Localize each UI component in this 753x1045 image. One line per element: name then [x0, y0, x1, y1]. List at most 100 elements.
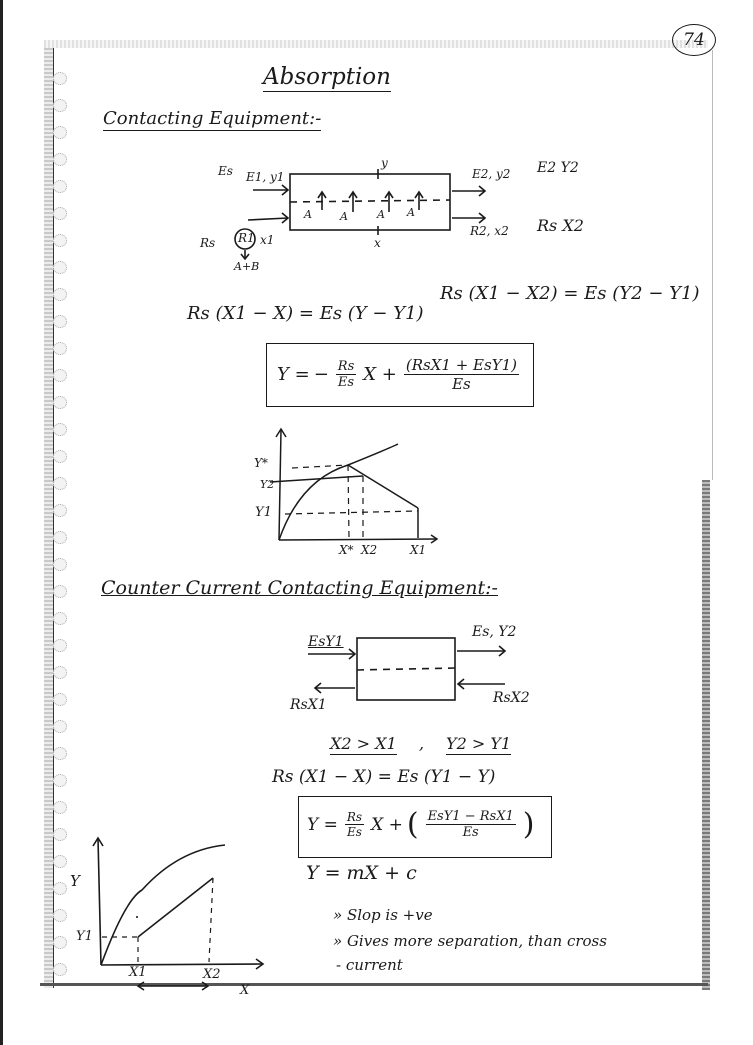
- binding-hole-icon: [53, 882, 67, 895]
- page-top-edge: [44, 40, 708, 48]
- page-bottom-edge: [40, 983, 708, 986]
- graph1-y2-label: Y2: [260, 478, 275, 491]
- binding-hole-icon: [53, 531, 67, 544]
- note-current: - current: [336, 956, 403, 974]
- transfer-label: A: [407, 206, 415, 219]
- graph2-x2-label: X2: [203, 967, 221, 982]
- general-line-form: Y = mX + c: [306, 862, 417, 884]
- graph1-x2-label: X2: [361, 543, 378, 557]
- label-e1-y1: E1, y1: [246, 170, 285, 184]
- graph2-x-axis-label: X: [240, 983, 250, 998]
- eq-sign: −: [313, 364, 329, 385]
- notebook-page: [44, 44, 708, 984]
- section-heading-countercurrent: Counter Current Contacting Equipment:-: [101, 577, 498, 599]
- binding-hole-icon: [53, 180, 67, 193]
- label-r2-x2: R2, x2: [470, 224, 509, 238]
- cc-balance-equation: Rs (X1 − X) = Es (Y1 − Y): [272, 767, 496, 787]
- binding-hole-icon: [53, 774, 67, 787]
- left-paren: (: [406, 807, 419, 842]
- note-more-separation: » Gives more separation, than cross: [333, 932, 607, 950]
- operating-line-box: Y = − Rs Es X + (RsX1 + EsY1) Es: [266, 343, 534, 407]
- graph1-x-star-label: X*: [339, 543, 354, 557]
- overall-balance-equation: Rs (X1 − X2) = Es (Y2 − Y1): [440, 283, 700, 304]
- label-x: x: [374, 236, 381, 250]
- label-es: Es: [218, 164, 233, 178]
- binding-hole-icon: [53, 612, 67, 625]
- binding-hole-icon: [53, 261, 67, 274]
- cc-operating-line-equation: Y = Rs Es X + ( EsY1 − RsX1 Es ): [307, 807, 534, 842]
- binding-hole-icon: [53, 423, 67, 436]
- binding-hole-icon: [53, 72, 67, 85]
- condition-x: X2 > X1: [330, 734, 397, 755]
- eq-lhs: Y =: [277, 364, 310, 385]
- transfer-label: A: [377, 208, 385, 221]
- binding-hole-icon: [53, 477, 67, 490]
- right-paren: ): [522, 807, 535, 842]
- binding-hole-icon: [53, 909, 67, 922]
- local-balance-equation: Rs (X1 − X) = Es (Y − Y1): [187, 303, 424, 324]
- page-number: 74: [672, 24, 716, 56]
- binding-hole-icon: [53, 693, 67, 706]
- scan-edge: [0, 0, 3, 1045]
- slope-numerator: Rs: [335, 359, 357, 375]
- binding-hole-icon: [53, 828, 67, 841]
- binding-hole-icon: [53, 450, 67, 463]
- graph2-x1-label: X1: [129, 965, 147, 980]
- binding-hole-icon: [53, 855, 67, 868]
- page-title: Absorption: [263, 64, 391, 92]
- binding-hole-icon: [53, 126, 67, 139]
- label-x1: x1: [260, 233, 275, 247]
- intercept-denominator: Es: [452, 375, 471, 393]
- slope-fraction: Rs Es: [335, 359, 357, 390]
- cc-extract-out-label: Es, Y2: [472, 624, 517, 640]
- note-slope-positive: » Slop is +ve: [333, 906, 433, 924]
- intercept-numerator: (RsX1 + EsY1): [403, 356, 519, 375]
- label-r1: R1: [238, 231, 255, 245]
- cc-slope-fraction: Rs Es: [344, 810, 365, 839]
- binding-hole-icon: [53, 234, 67, 247]
- graph1-x1-label: X1: [410, 543, 427, 557]
- binding-hole-icon: [53, 936, 67, 949]
- label-rs: Rs: [200, 236, 216, 250]
- cc-intercept-denominator: Es: [462, 825, 479, 840]
- cc-extract-in-label: EsY1: [308, 634, 344, 650]
- slope-denominator: Es: [337, 375, 355, 390]
- binding-hole-icon: [53, 720, 67, 733]
- binding-hole-icon: [53, 207, 67, 220]
- label-y: y: [381, 156, 388, 170]
- label-a-plus-b: A+B: [234, 260, 260, 273]
- binding-hole-icon: [53, 315, 67, 328]
- cc-eq-lhs: Y =: [307, 814, 338, 835]
- intercept-fraction: (RsX1 + EsY1) Es: [403, 356, 519, 393]
- binding-hole-icon: [53, 639, 67, 652]
- label-e2-y2: E2, y2: [472, 167, 511, 181]
- condition-y: Y2 > Y1: [446, 734, 512, 755]
- cc-intercept-fraction: EsY1 − RsX1 Es: [425, 809, 516, 840]
- binding-hole-icon: [53, 963, 67, 976]
- graph2-y-axis-label: Y: [70, 872, 80, 890]
- spiral-binding-margin: [44, 48, 54, 988]
- transfer-label: A: [304, 208, 312, 221]
- cc-slope-denominator: Es: [347, 825, 362, 839]
- condition-separator: ,: [419, 734, 425, 753]
- binding-hole-icon: [53, 504, 67, 517]
- page-right-shadow: [702, 480, 710, 990]
- binding-hole-icon: [53, 288, 67, 301]
- cc-operating-line-box: Y = Rs Es X + ( EsY1 − RsX1 Es ): [298, 796, 552, 858]
- cc-slope-numerator: Rs: [344, 810, 365, 825]
- transfer-label: A: [340, 210, 348, 223]
- binding-hole-icon: [53, 342, 67, 355]
- operating-line-equation: Y = − Rs Es X + (RsX1 + EsY1) Es: [277, 356, 522, 393]
- graph1-y1-label: Y1: [255, 505, 272, 520]
- cc-raffinate-out-label: RsX1: [290, 697, 327, 713]
- cc-raffinate-in-label: RsX2: [493, 690, 530, 706]
- binding-hole-icon: [53, 666, 67, 679]
- binding-hole-icon: [53, 801, 67, 814]
- graph2-y1-label: Y1: [76, 929, 93, 944]
- binding-hole-icon: [53, 585, 67, 598]
- note-e2-y2: E2 Y2: [537, 160, 579, 176]
